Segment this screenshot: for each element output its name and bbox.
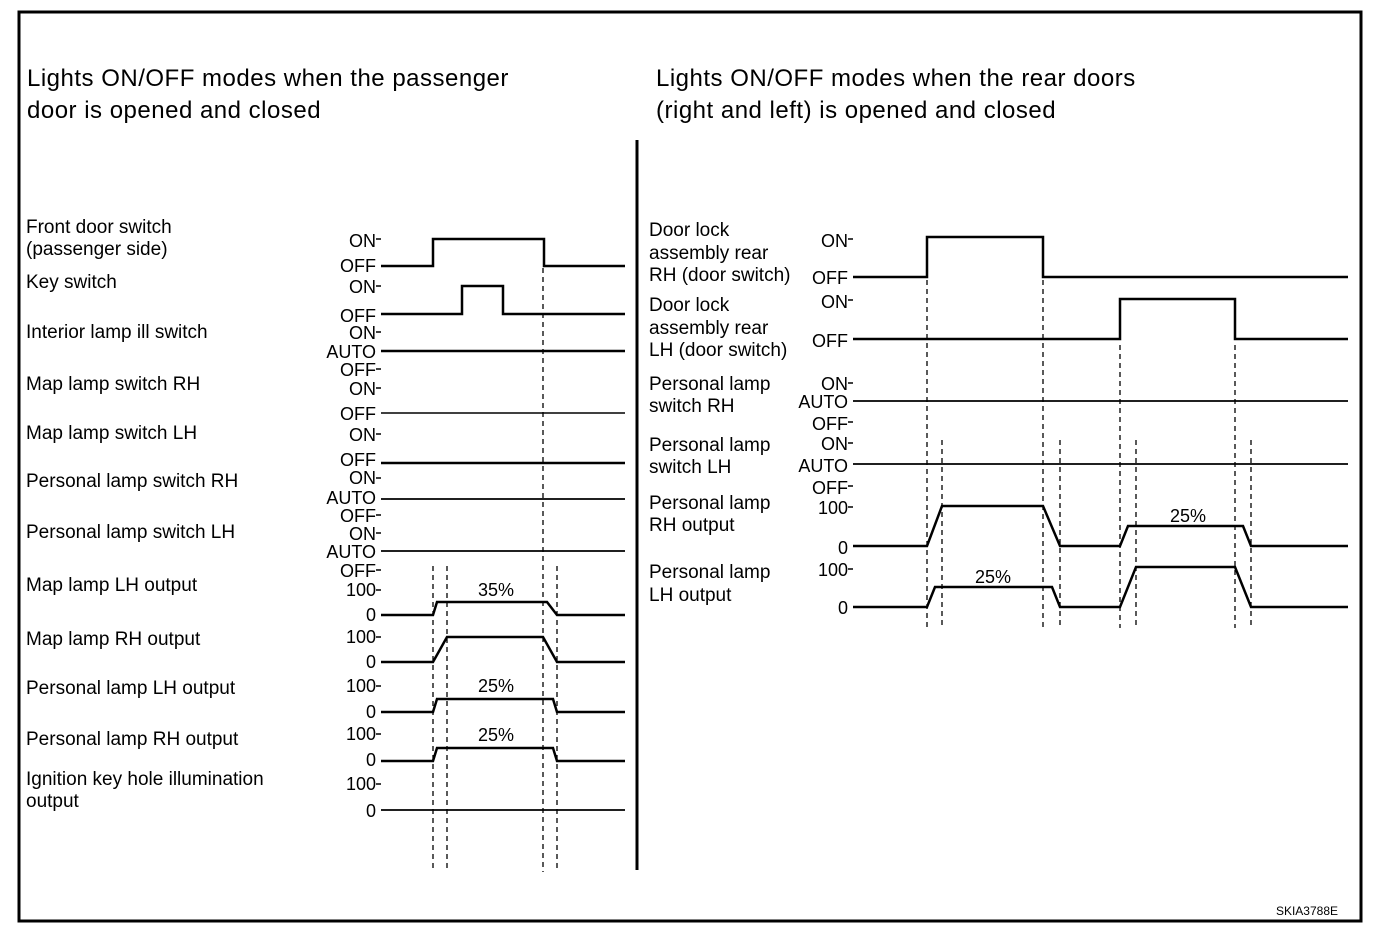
level-label-0: 0 <box>366 652 376 672</box>
level-label-on: ON <box>821 292 848 312</box>
left-timing-guides <box>432 268 558 872</box>
level-label-off: OFF <box>340 561 376 581</box>
level-label-100: 100 <box>818 498 848 518</box>
right-heading-line-1: Lights ON/OFF modes when the rear doors <box>656 65 1136 92</box>
level-label-100: 100 <box>346 580 376 600</box>
left-panel: Lights ON/OFF modes when the passenger d… <box>26 65 625 872</box>
signal-label-personal-lamp-switch-rh: Personal lamp <box>649 374 770 395</box>
waveform-door-lock-rear-lh <box>853 297 1348 341</box>
signal-label-key-switch: Key switch <box>26 272 117 293</box>
level-label-on: ON <box>349 524 376 544</box>
signal-label-map-lamp-lh-output: Map lamp LH output <box>26 575 198 596</box>
waveform-personal-lamp-rh-output <box>381 746 625 763</box>
signal-label-door-lock-rear-lh-line-3: LH (door switch) <box>649 340 787 361</box>
level-ticks <box>376 238 381 785</box>
level-label-off: OFF <box>812 414 848 434</box>
level-label-100: 100 <box>346 724 376 744</box>
level-label-off: OFF <box>812 331 848 351</box>
level-label-on: ON <box>821 231 848 251</box>
level-label-auto: AUTO <box>798 456 848 476</box>
right-panel: Lights ON/OFF modes when the rear doors … <box>649 65 1348 628</box>
level-label-auto: AUTO <box>798 392 848 412</box>
level-label-off: OFF <box>340 306 376 326</box>
annotation-personal-lamp-lh-output: 25% <box>975 567 1011 587</box>
signal-label-map-lamp-switch-lh: Map lamp switch LH <box>26 423 197 444</box>
level-label-on: ON <box>821 434 848 454</box>
level-ticks <box>848 238 853 570</box>
level-label-100: 100 <box>346 774 376 794</box>
level-label-on: ON <box>349 468 376 488</box>
waveform-personal-lamp-lh-output <box>853 565 1348 609</box>
waveform-map-lamp-rh-output <box>381 635 625 664</box>
signal-label-map-lamp-switch-rh: Map lamp switch RH <box>26 374 200 395</box>
level-label-off: OFF <box>812 478 848 498</box>
level-label-0: 0 <box>366 801 376 821</box>
level-label-on: ON <box>349 323 376 343</box>
signal-label-personal-lamp-rh-output: Personal lamp RH output <box>26 729 239 750</box>
level-label-on: ON <box>349 379 376 399</box>
level-label-0: 0 <box>366 605 376 625</box>
signal-label-front-door-switch: Front door switch <box>26 217 172 238</box>
signal-label-front-door-switch-side: (passenger side) <box>26 239 168 260</box>
level-label-auto: AUTO <box>326 342 376 362</box>
signal-label-door-lock-rear-lh: Door lock <box>649 295 730 316</box>
level-label-on: ON <box>349 231 376 251</box>
left-heading-line-2: door is opened and closed <box>27 97 321 124</box>
figure-code: SKIA3788E <box>1276 904 1338 918</box>
waveform-door-lock-rear-rh <box>853 235 1348 279</box>
level-label-auto: AUTO <box>326 542 376 562</box>
level-label-100: 100 <box>346 627 376 647</box>
level-label-0: 0 <box>366 702 376 722</box>
waveform-personal-lamp-rh-output <box>853 504 1348 548</box>
level-label-0: 0 <box>838 598 848 618</box>
signal-label-door-lock-rear-rh-line-3: RH (door switch) <box>649 265 790 286</box>
signal-label-interior-lamp-ill-switch: Interior lamp ill switch <box>26 322 208 343</box>
level-label-on: ON <box>349 277 376 297</box>
signal-label-personal-lamp-switch-lh: Personal lamp switch LH <box>26 522 235 543</box>
level-label-off: OFF <box>812 268 848 288</box>
left-heading-line-1: Lights ON/OFF modes when the passenger <box>27 65 509 92</box>
level-label-on: ON <box>349 425 376 445</box>
waveform-map-lamp-lh-output <box>381 600 625 617</box>
level-label-off: OFF <box>340 256 376 276</box>
level-label-100: 100 <box>346 676 376 696</box>
signal-label-ignition-key-hole-line-2: output <box>26 791 80 812</box>
level-label-auto: AUTO <box>326 488 376 508</box>
signal-label-personal-lamp-lh-output: Personal lamp <box>649 562 770 583</box>
level-label-100: 100 <box>818 560 848 580</box>
level-label-0: 0 <box>838 538 848 558</box>
signal-label-door-lock-rear-rh-line-2: assembly rear <box>649 243 769 264</box>
level-label-off: OFF <box>340 360 376 380</box>
signal-label-personal-lamp-switch-lh-line-2: switch LH <box>649 457 731 478</box>
signal-label-personal-lamp-rh-output-line-2: RH output <box>649 515 735 536</box>
signal-label-door-lock-rear-rh: Door lock <box>649 220 730 241</box>
signal-label-map-lamp-rh-output: Map lamp RH output <box>26 629 201 650</box>
figure-border <box>17 10 1363 923</box>
level-label-off: OFF <box>340 506 376 526</box>
signal-label-personal-lamp-switch-rh-line-2: switch RH <box>649 396 735 417</box>
right-heading-line-2: (right and left) is opened and closed <box>656 97 1056 124</box>
level-label-off: OFF <box>340 450 376 470</box>
signal-label-ignition-key-hole: Ignition key hole illumination <box>26 769 264 790</box>
waveform-key-switch <box>381 284 625 316</box>
signal-label-personal-lamp-rh-output: Personal lamp <box>649 493 770 514</box>
waveform-front-door-switch <box>381 237 625 268</box>
signal-label-personal-lamp-lh-output-line-2: LH output <box>649 585 732 606</box>
signal-label-personal-lamp-lh-output: Personal lamp LH output <box>26 678 236 699</box>
annotation-map-lamp-lh-output: 35% <box>478 580 514 600</box>
signal-label-personal-lamp-switch-rh: Personal lamp switch RH <box>26 471 238 492</box>
annotation-personal-lamp-rh-output: 25% <box>478 725 514 745</box>
signal-label-door-lock-rear-lh-line-2: assembly rear <box>649 318 769 339</box>
annotation-personal-lamp-lh-output: 25% <box>478 676 514 696</box>
signal-label-personal-lamp-switch-lh: Personal lamp <box>649 435 770 456</box>
waveform-personal-lamp-lh-output <box>381 697 625 714</box>
level-label-0: 0 <box>366 750 376 770</box>
annotation-personal-lamp-rh-output: 25% <box>1170 506 1206 526</box>
level-label-on: ON <box>821 374 848 394</box>
level-label-off: OFF <box>340 404 376 424</box>
